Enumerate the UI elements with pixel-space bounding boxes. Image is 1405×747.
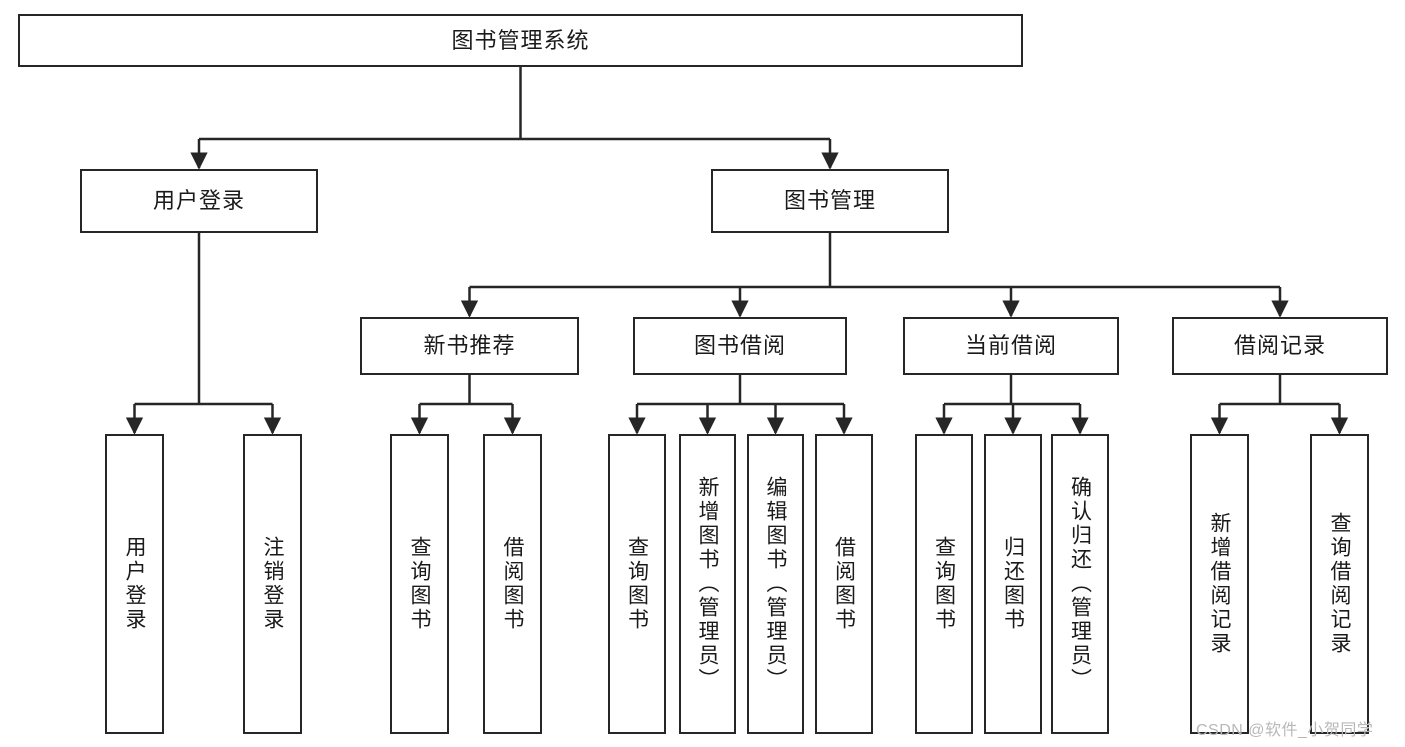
node-borrow-record[interactable]: 借阅记录 (1172, 317, 1388, 375)
node-label: 查询图书 (932, 536, 956, 632)
node-leaf-add-book[interactable]: 新增图书（管理员） (679, 434, 736, 734)
node-book-manage[interactable]: 图书管理 (711, 169, 949, 233)
node-label: 新增借阅记录 (1208, 512, 1231, 656)
node-label: 借阅图书 (832, 536, 856, 632)
node-leaf-borrow-book-2[interactable]: 借阅图书 (815, 434, 873, 734)
node-leaf-logout[interactable]: 注销登录 (243, 434, 302, 734)
node-new-book-rec[interactable]: 新书推荐 (360, 317, 579, 375)
node-label: 新增图书（管理员） (696, 476, 719, 692)
node-label: 图书管理 (783, 188, 876, 214)
node-leaf-user-login[interactable]: 用户登录 (105, 434, 164, 734)
node-label: 用户登录 (152, 188, 245, 214)
node-label: 查询图书 (408, 536, 431, 632)
node-leaf-borrow-book-1[interactable]: 借阅图书 (483, 434, 542, 734)
node-book-borrow[interactable]: 图书借阅 (633, 317, 847, 375)
node-label: 当前借阅 (964, 333, 1057, 359)
node-leaf-add-record[interactable]: 新增借阅记录 (1190, 434, 1249, 734)
node-label: 确认归还（管理员） (1068, 476, 1092, 692)
node-label: 归还图书 (1001, 536, 1025, 632)
node-leaf-query-book-2[interactable]: 查询图书 (608, 434, 666, 734)
node-leaf-return-book[interactable]: 归还图书 (984, 434, 1042, 734)
node-label: 用户登录 (123, 536, 146, 632)
node-leaf-query-book-3[interactable]: 查询图书 (915, 434, 973, 734)
csdn-watermark: CSDN @软件_小贺同学 (1196, 722, 1374, 739)
node-leaf-query-record[interactable]: 查询借阅记录 (1310, 434, 1369, 734)
node-label: 图书管理系统 (451, 27, 590, 53)
node-label: 图书借阅 (693, 333, 786, 359)
node-label: 查询图书 (625, 536, 649, 632)
node-label: 新书推荐 (423, 333, 516, 359)
node-label: 编辑图书（管理员） (764, 476, 787, 692)
node-leaf-query-book-1[interactable]: 查询图书 (390, 434, 449, 734)
node-current-borrow[interactable]: 当前借阅 (903, 317, 1119, 375)
node-leaf-edit-book[interactable]: 编辑图书（管理员） (747, 434, 804, 734)
node-label: 注销登录 (261, 536, 284, 632)
node-user-login[interactable]: 用户登录 (80, 169, 318, 233)
node-label: 借阅图书 (501, 536, 524, 632)
node-label: 查询借阅记录 (1328, 512, 1351, 656)
node-label: 借阅记录 (1233, 333, 1326, 359)
node-root[interactable]: 图书管理系统 (18, 14, 1023, 67)
node-leaf-confirm-return[interactable]: 确认归还（管理员） (1051, 434, 1109, 734)
